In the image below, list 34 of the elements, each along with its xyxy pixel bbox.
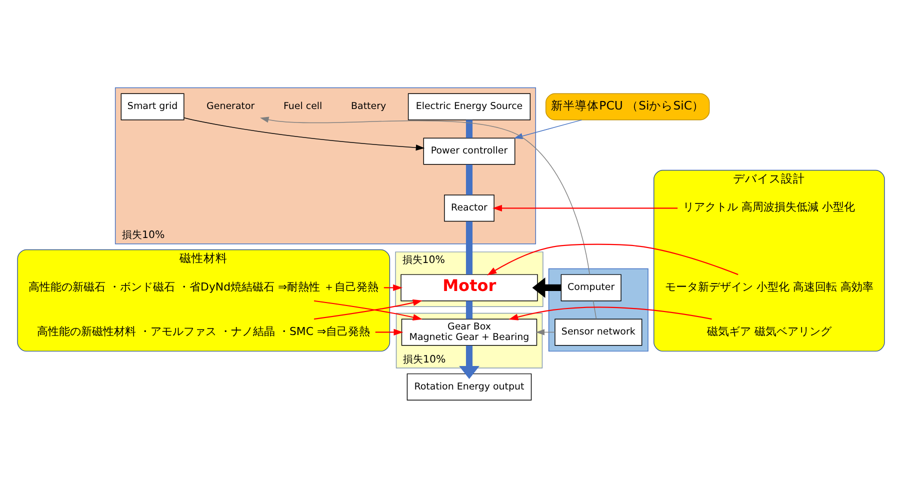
node-box: Power controller (423, 138, 516, 165)
arrow (184, 117, 425, 151)
node-text: 高性能の新磁性材料 ・アモルファス ・ナノ結晶 ・SMC ⇒自己発熱 (37, 324, 370, 338)
cluster (548, 268, 648, 352)
connector (466, 221, 473, 274)
node-text: 磁気ギア 磁気ベアリング (706, 324, 832, 338)
node-box: Electric Energy Source (408, 93, 531, 120)
node-box: Gear Box Magnetic Gear + Bearing (401, 318, 538, 346)
arrow (492, 204, 678, 212)
connector (466, 164, 473, 195)
connector (592, 300, 597, 320)
node-box: Motor (400, 274, 538, 302)
arrow (375, 328, 404, 336)
node-text: Fuel cell (284, 101, 322, 112)
arrow (508, 306, 712, 320)
node-box: Computer (560, 274, 622, 302)
node-box: Sensor network (554, 318, 642, 346)
node-box: 新半導体PCU （SiからSiC） (546, 93, 710, 120)
arrow (536, 329, 556, 336)
arrow (487, 244, 738, 276)
arrow (532, 277, 561, 298)
node-box: Smart grid (120, 93, 184, 120)
node-text: Generator (206, 101, 255, 112)
node-text: リアクトル 高周波損失低減 小型化 (683, 200, 856, 214)
node-box: Reactor (444, 194, 494, 222)
connector (466, 120, 473, 138)
arrow (459, 346, 480, 379)
node-box: Rotation Energy output (406, 373, 532, 400)
node-text: Battery (351, 101, 386, 112)
connector (466, 300, 473, 319)
node-text: 高性能の新磁石 ・ボンド磁石 ・省DyNd焼結磁石 ⇒耐熱性 ＋自己発熱 (28, 280, 379, 294)
node-text: モータ新デザイン 小型化 高速回転 高効率 (664, 280, 874, 294)
arrow (260, 116, 590, 275)
arrow (384, 284, 403, 292)
